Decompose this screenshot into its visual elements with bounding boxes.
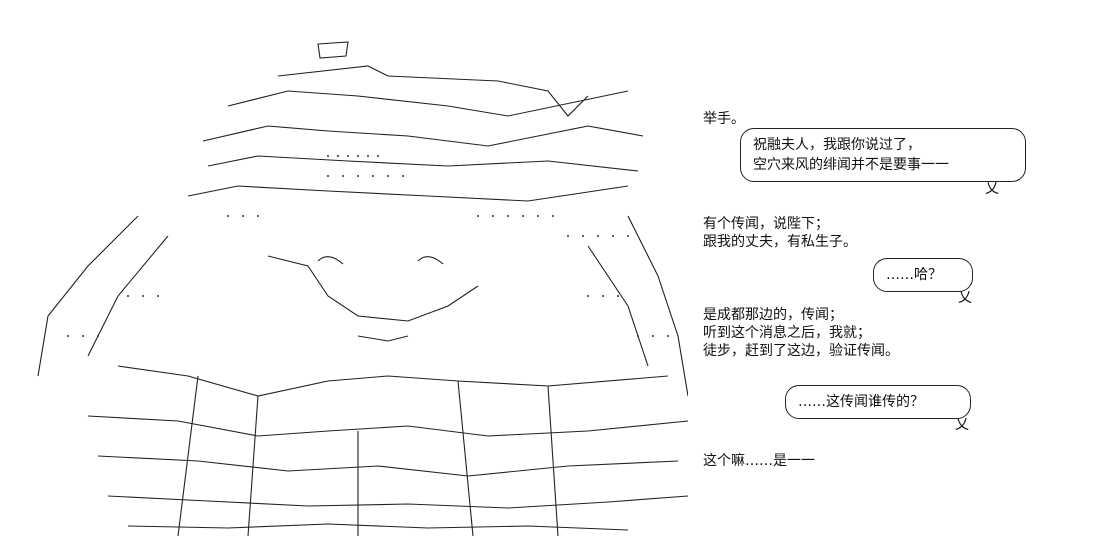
narration-line-4: 是成都那边的，传闻； (703, 307, 843, 323)
narration-line-5: 听到这个消息之后，我就； (703, 325, 871, 341)
narration-line-2: 有个传闻，说陛下； (703, 216, 829, 232)
bubble-2-text: ……哈？ (886, 267, 942, 283)
narration-line-6: 徒步，赶到了这边，验证传闻。 (703, 343, 899, 359)
bubble-1-tail: 乂 (985, 181, 999, 197)
bubble-1-line-1: 祝融夫人，我跟你说过了， (753, 137, 921, 153)
bubble-3-text: ……这传闻谁传的？ (798, 394, 924, 410)
speech-bubble-3: ……这传闻谁传的？ (785, 385, 971, 419)
ascii-art-illustration (28, 36, 688, 536)
narration-line-3: 跟我的丈夫，有私生子。 (703, 234, 857, 250)
bubble-1-line-2: 空穴来风的绯闻并不是要事一一 (753, 157, 949, 173)
speech-bubble-2: ……哈？ (873, 258, 973, 292)
art-figure (37, 41, 688, 536)
speech-bubble-1: 祝融夫人，我跟你说过了， 空穴来风的绯闻并不是要事一一 (740, 128, 1026, 182)
narration-line-1: 举手。 (703, 111, 745, 127)
narration-line-7: 这个嘛……是一一 (703, 453, 815, 469)
bubble-2-tail: 乂 (958, 290, 972, 306)
bubble-3-tail: 乂 (955, 417, 969, 433)
